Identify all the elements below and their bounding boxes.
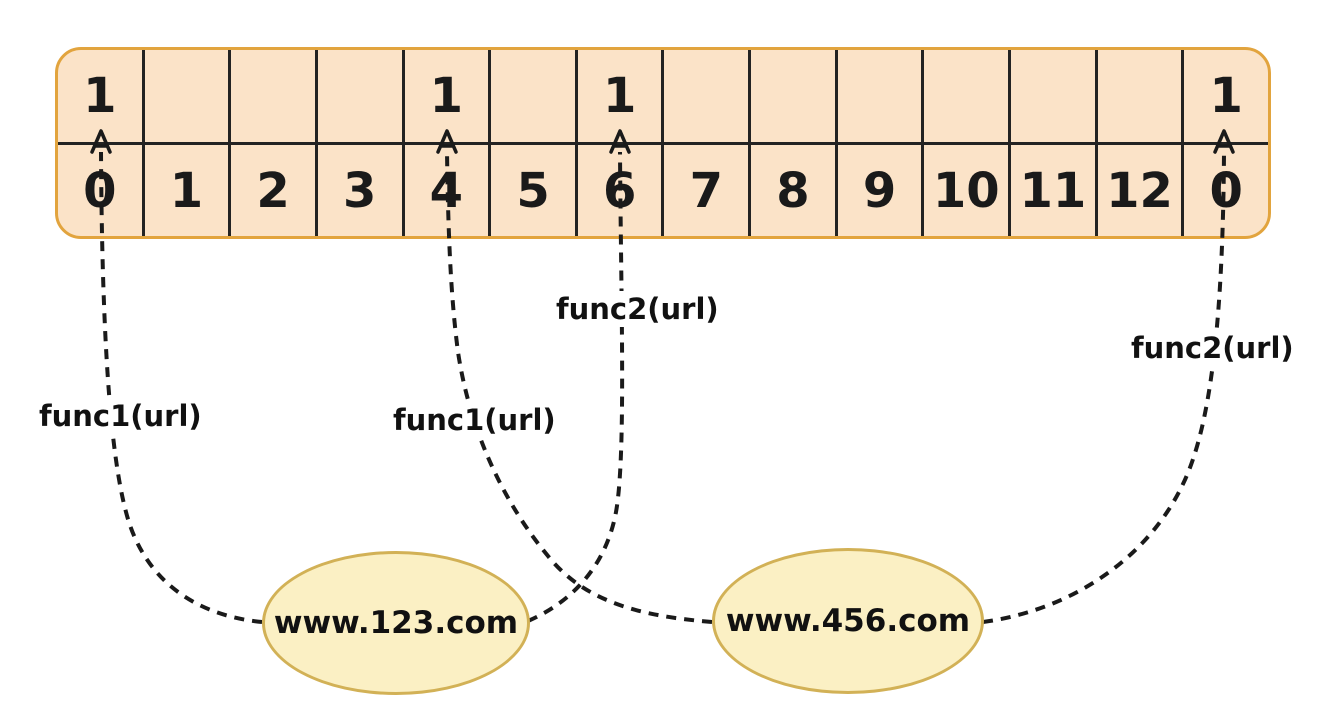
bit-value (751, 50, 835, 145)
url-node-123-label: www.123.com (273, 605, 519, 641)
index-label: 0 (83, 162, 117, 219)
index-label: 11 (1019, 162, 1087, 219)
bit-cell-6: 1 6 (577, 50, 665, 236)
index-label: 12 (1106, 162, 1173, 219)
bit-cell-10: 10 (924, 50, 1012, 236)
bit-value (924, 50, 1009, 145)
hash-label-func2-right: func2(url) (1128, 330, 1297, 366)
index-label: 0 (1209, 162, 1243, 219)
bit-cell-9: 9 (837, 50, 925, 236)
index-label: 7 (689, 162, 723, 219)
bit-value (664, 50, 749, 145)
bit-value (837, 50, 922, 145)
bit-value: 1 (577, 50, 662, 145)
bit-cell-2: 2 (231, 50, 318, 236)
hash-label-func1-left: func1(url) (36, 398, 205, 434)
bit-array: 1 0 1 2 3 1 4 5 1 6 7 (55, 47, 1271, 239)
bit-cell-3: 3 (317, 50, 405, 236)
index-label: 3 (343, 162, 377, 219)
hash-label-func2-mid: func2(url) (553, 291, 722, 327)
index-label: 1 (169, 162, 204, 219)
bit-value (491, 50, 575, 145)
bit-cell-1: 1 (144, 50, 232, 236)
index-label: 2 (256, 162, 290, 219)
url-node-456-label: www.456.com (725, 603, 971, 639)
bit-cell-4: 1 4 (404, 50, 492, 236)
bit-cell-0: 1 0 (58, 50, 145, 236)
url-node-456: www.456.com (712, 548, 984, 694)
bit-cell-11: 11 (1011, 50, 1098, 236)
index-label: 6 (602, 162, 637, 219)
bit-value (1011, 50, 1095, 145)
index-label: 10 (932, 162, 1000, 219)
bit-cell-13: 1 0 (1184, 50, 1268, 236)
bit-value (1097, 50, 1182, 145)
bit-value (144, 50, 229, 145)
index-label: 5 (516, 162, 550, 219)
hash-label-func1-mid: func1(url) (390, 402, 559, 438)
bit-value (317, 50, 402, 145)
bit-value: 1 (58, 50, 142, 145)
bit-cell-8: 8 (751, 50, 838, 236)
index-label: 9 (862, 162, 897, 219)
bit-cell-7: 7 (664, 50, 752, 236)
bit-value (231, 50, 315, 145)
bit-cell-5: 5 (491, 50, 578, 236)
index-label: 4 (429, 162, 464, 219)
bit-value: 1 (1184, 50, 1268, 145)
bit-cell-12: 12 (1097, 50, 1185, 236)
index-label: 8 (776, 162, 810, 219)
url-node-123: www.123.com (262, 551, 530, 695)
bit-value: 1 (404, 50, 489, 145)
